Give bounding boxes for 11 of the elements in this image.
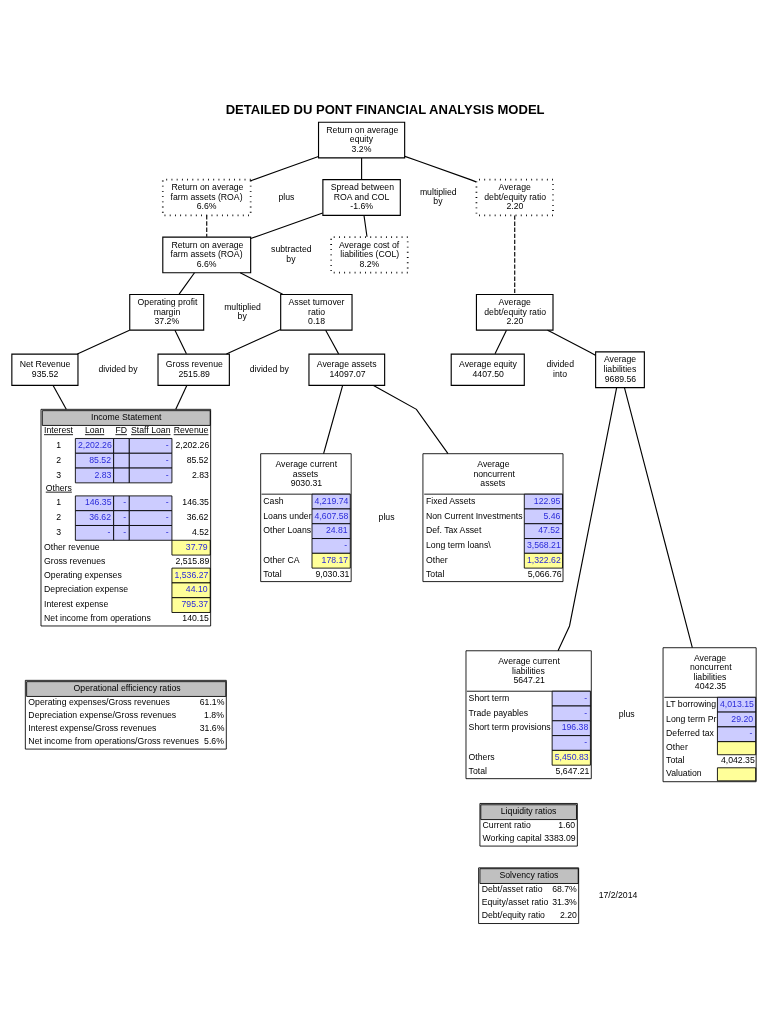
diagram-title: DETAILED DU PONT FINANCIAL ANALYSIS MODEL [225, 101, 545, 117]
label: plus [378, 511, 395, 522]
label: plus [278, 191, 295, 202]
label: 17/2/2014 [598, 889, 638, 900]
label: multiplied by [224, 301, 261, 322]
label: multiplied by [419, 186, 457, 207]
label: divided into [546, 359, 575, 379]
label: divided by [249, 363, 289, 374]
label: plus [618, 708, 635, 719]
label: divided by [98, 363, 138, 374]
label: subtracted by [271, 244, 312, 264]
